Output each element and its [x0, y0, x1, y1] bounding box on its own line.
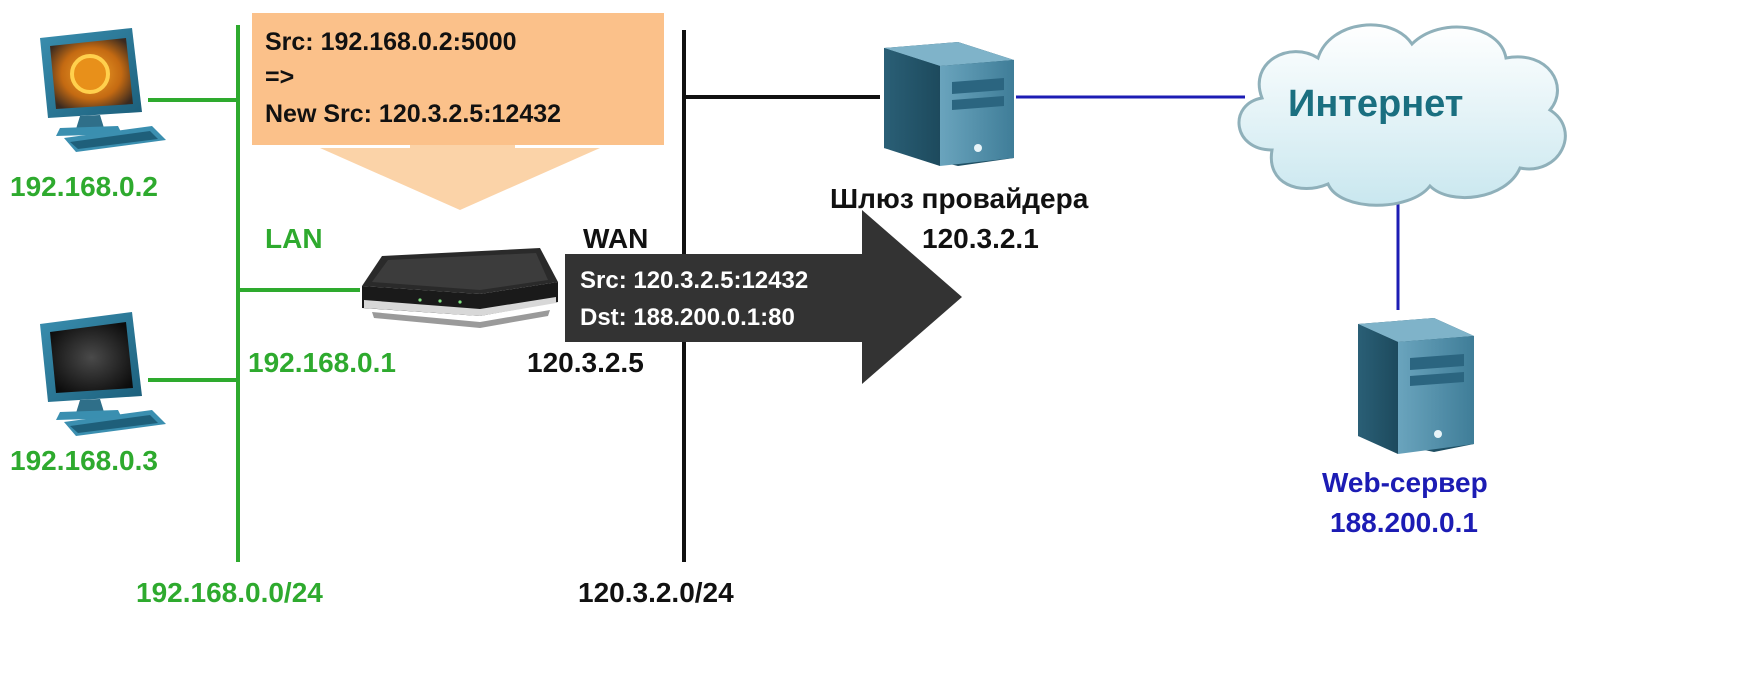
uplink-segment: [1016, 95, 1400, 310]
nat-translation-callout: Src: 192.168.0.2:5000 => New Src: 120.3.…: [252, 13, 664, 210]
wan-label: WAN: [583, 223, 648, 254]
packet-arrow: Src: 120.3.2.5:12432 Dst: 188.200.0.1:80: [565, 210, 962, 384]
browser-icon: [70, 54, 110, 94]
isp-gateway-label: Шлюз провайдера: [830, 183, 1089, 214]
keyboard-icon: [64, 126, 166, 152]
cloud-shape: [1237, 23, 1567, 207]
isp-gateway-server: Шлюз провайдера 120.3.2.1: [830, 42, 1089, 254]
web-server-ip: 188.200.0.1: [1330, 507, 1478, 538]
host-computer-1: 192.168.0.2: [10, 28, 166, 202]
nat-line-2: =>: [265, 63, 294, 91]
wan-subnet: 120.3.2.0/24: [578, 577, 734, 608]
internet-cloud: Интернет: [1237, 23, 1567, 207]
router-device: [362, 248, 558, 328]
lan-segment: [148, 25, 360, 562]
monitor-icon: [40, 312, 142, 420]
server-tower-icon: [1358, 318, 1474, 454]
host-computer-2: 192.168.0.3: [10, 312, 166, 476]
nat-line-3: New Src: 120.3.2.5:12432: [265, 100, 561, 128]
router-wan-ip: 120.3.2.5: [527, 347, 644, 378]
packet-src: Src: 120.3.2.5:12432: [580, 267, 808, 294]
server-tower-icon: [884, 42, 1014, 166]
web-server-label: Web-сервер: [1322, 467, 1488, 498]
nat-box: [252, 13, 664, 145]
internet-label: Интернет: [1288, 83, 1463, 125]
lan-subnet: 192.168.0.0/24: [136, 577, 323, 608]
web-server: Web-сервер 188.200.0.1: [1322, 318, 1488, 538]
monitor-icon: [40, 28, 142, 136]
isp-gateway-ip: 120.3.2.1: [922, 223, 1039, 254]
keyboard-icon: [64, 410, 166, 436]
nat-down-arrow: [320, 144, 600, 210]
nat-line-1: Src: 192.168.0.2:5000: [265, 28, 517, 56]
host-1-ip: 192.168.0.2: [10, 171, 158, 202]
router-lan-ip: 192.168.0.1: [248, 347, 396, 378]
lan-label: LAN: [265, 223, 323, 254]
router-base: [372, 310, 550, 328]
packet-arrow-shape: [565, 210, 962, 384]
packet-dst: Dst: 188.200.0.1:80: [580, 304, 795, 331]
host-2-ip: 192.168.0.3: [10, 445, 158, 476]
